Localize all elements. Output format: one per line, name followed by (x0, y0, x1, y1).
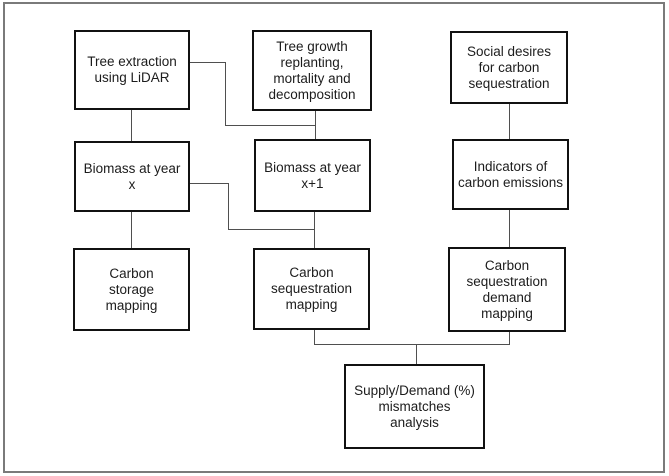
node-carbon-sequestration-demand-mapping: Carbon sequestration demand mapping (448, 247, 566, 332)
node-supply-demand-mismatches: Supply/Demand (%) mismatches analysis (344, 364, 485, 449)
connector-carbon-seq-demand-to-bus (509, 332, 510, 344)
connector-biomass-x-elbow-vertical (228, 183, 229, 229)
node-carbon-sequestration-mapping: Carbon sequestration mapping (253, 248, 370, 330)
connector-tree-extraction-to-biomass-x1-horizontal (225, 125, 316, 126)
node-indicators-carbon-emissions: Indicators of carbon emissions (452, 139, 569, 210)
connector-indicators-to-carbon-seq-demand (509, 210, 510, 247)
connector-carbon-seq-mapping-to-bus (314, 330, 315, 344)
node-social-desires: Social desires for carbon sequestration (450, 31, 568, 104)
connector-biomass-x1-to-carbon-seq-mapping (314, 212, 315, 248)
connector-biomass-x-to-carbon-storage (131, 212, 132, 248)
node-biomass-year-x: Biomass at year x (74, 141, 190, 212)
node-tree-extraction: Tree extraction using LiDAR (74, 30, 190, 110)
connector-biomass-x-right-stub (190, 183, 229, 184)
connector-tree-extraction-elbow-vertical (225, 62, 226, 125)
connector-bus-to-supply-demand (416, 344, 417, 364)
node-carbon-storage-mapping: Carbon storage mapping (73, 248, 190, 331)
connector-biomass-x-to-carbon-seq-mapping-horizontal (228, 229, 315, 230)
connector-tree-extraction-to-biomass-x (131, 110, 132, 141)
outer-frame (3, 2, 665, 473)
connector-tree-extraction-right-stub (190, 62, 226, 63)
node-tree-growth: Tree growth replanting, mortality and de… (252, 30, 372, 111)
node-biomass-year-x1: Biomass at year x+1 (254, 139, 371, 212)
connector-social-desires-to-indicators (509, 104, 510, 139)
connector-bottom-bus (314, 344, 510, 345)
